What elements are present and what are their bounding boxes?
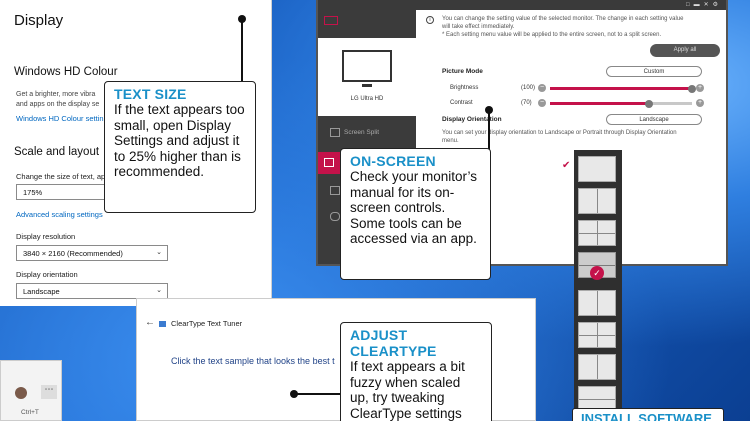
chevron-down-icon: ⌄ <box>156 249 162 256</box>
info-icon: i <box>426 16 434 24</box>
scale-layout-heading: Scale and layout <box>14 146 100 158</box>
monitor-icon[interactable] <box>324 16 338 25</box>
more-options-icon[interactable]: ⋯ <box>41 385 57 399</box>
layout-split-2[interactable] <box>578 188 616 214</box>
page-title: Display <box>14 12 64 29</box>
layout-split-6[interactable] <box>578 322 616 348</box>
layout-split-7[interactable] <box>578 354 616 380</box>
monitor-tile[interactable]: LG Ultra HD <box>318 38 416 116</box>
callout-text-size: TEXT SIZE If the text appears too small,… <box>104 81 256 213</box>
hd-colour-desc-2: and apps on the display se <box>16 101 100 108</box>
nav-screen-split[interactable]: Screen Split <box>324 122 412 144</box>
display-orientation-select[interactable]: Landscape <box>606 114 702 125</box>
cleartype-icon <box>159 321 166 327</box>
callout-install-software: INSTALL SOFTWARE <box>572 408 724 421</box>
brightness-knob[interactable] <box>688 84 696 93</box>
contrast-minus-button[interactable]: − <box>538 99 546 107</box>
window-controls[interactable]: □▬✕⚙ <box>685 2 722 8</box>
text-size-leader-line <box>241 19 243 81</box>
selected-layout-check-icon: ✓ <box>590 266 604 280</box>
callout-on-screen: ON-SCREEN Check your monitor’s manual fo… <box>340 148 491 280</box>
orientation-help-1: You can set your display orientation to … <box>442 130 677 136</box>
browser-toolbar-fragment: ⋯ Ctrl+T <box>0 360 62 421</box>
resolution-value: 3840 × 2160 (Recommended) <box>23 249 123 258</box>
callout-text-size-heading: TEXT SIZE <box>114 86 187 102</box>
on-screen-leader-line <box>488 110 490 150</box>
contrast-slider[interactable] <box>550 99 692 108</box>
monitor-screen-icon <box>342 50 392 82</box>
title-bar: □▬✕⚙ <box>318 0 726 10</box>
screen-split-icon <box>330 128 340 137</box>
monitor-name: LG Ultra HD <box>350 96 384 102</box>
info-line-2: will take effect immediately. <box>442 24 515 30</box>
hd-colour-desc-1: Get a brighter, more vibra <box>16 91 96 98</box>
cleartype-instruction: Click the text sample that looks the bes… <box>171 356 335 366</box>
resolution-label: Display resolution <box>16 232 76 241</box>
cleartype-title: ClearType Text Tuner <box>171 319 243 328</box>
callout-install-heading: INSTALL SOFTWARE <box>581 411 712 421</box>
info-text: You can change the setting value of the … <box>442 15 722 39</box>
orientation-help-2: menu. <box>442 138 459 144</box>
orientation-select[interactable]: Landscape ⌄ <box>16 283 168 299</box>
layout-split-3[interactable] <box>578 220 616 246</box>
brightness-label: Brightness <box>450 85 479 91</box>
callout-on-screen-body: Check your monitor’s manual for its on-s… <box>350 169 478 246</box>
apps-icon <box>330 186 340 195</box>
brightness-slider[interactable] <box>550 84 696 93</box>
on-screen-leader-dot <box>485 106 493 114</box>
contrast-plus-button[interactable]: + <box>696 99 704 107</box>
callout-on-screen-heading: ON-SCREEN <box>350 153 436 169</box>
advanced-scaling-link[interactable]: Advanced scaling settings <box>16 210 103 219</box>
layout-split-5[interactable] <box>578 290 616 316</box>
contrast-fill <box>550 102 650 105</box>
contrast-knob[interactable] <box>645 99 654 108</box>
chevron-down-icon: ⌄ <box>156 287 162 294</box>
gamepad-icon <box>330 212 340 221</box>
orientation-label: Display orientation <box>16 270 78 279</box>
brightness-minus-button[interactable]: − <box>538 84 546 92</box>
back-arrow-icon[interactable]: ← <box>145 317 155 328</box>
info-line-1: You can change the setting value of the … <box>442 16 684 22</box>
monitor-stand-icon <box>362 84 372 87</box>
picture-mode-label: Picture Mode <box>442 68 483 75</box>
apply-all-button[interactable]: Apply all <box>650 44 720 57</box>
display-orientation-label: Display Orientation <box>442 116 502 123</box>
orientation-value: Landscape <box>23 287 60 296</box>
text-size-label: Change the size of text, ap <box>16 172 106 181</box>
cleartype-leader-line <box>296 393 342 395</box>
brightness-value: (100) <box>521 85 536 91</box>
contrast-value: (70) <box>521 100 532 106</box>
brightness-plus-button[interactable]: + <box>696 84 704 92</box>
nav-gaming[interactable] <box>324 206 412 228</box>
brightness-fill <box>550 87 692 90</box>
picture-mode-select[interactable]: Custom <box>606 66 702 77</box>
callout-cleartype-heading: ADJUST CLEARTYPE <box>350 327 437 359</box>
nav-screen-split-label: Screen Split <box>344 129 380 136</box>
callout-cleartype: ADJUST CLEARTYPE If text appears a bit f… <box>340 322 492 421</box>
hd-colour-heading: Windows HD Colour <box>14 66 118 78</box>
callout-cleartype-body: If text appears a bit fuzzy when scaled … <box>350 359 465 421</box>
selected-check-icon: ✔ <box>562 160 571 171</box>
shortcut-label: Ctrl+T <box>21 409 39 416</box>
screen-split-layouts: ✓ <box>574 150 622 421</box>
layout-single[interactable] <box>578 156 616 182</box>
settings-icon <box>324 158 334 167</box>
avatar[interactable] <box>15 387 27 399</box>
layout-split-8[interactable] <box>578 386 616 412</box>
resolution-select[interactable]: 3840 × 2160 (Recommended) ⌄ <box>16 245 168 261</box>
contrast-label: Contrast <box>450 100 473 106</box>
info-line-3: * Each setting menu value will be applie… <box>442 32 662 38</box>
cleartype-leader-dot <box>290 390 298 398</box>
nav-app-settings[interactable] <box>324 180 412 202</box>
callout-text-size-body: If the text appears too small, open Disp… <box>114 102 245 179</box>
text-size-leader-dot <box>238 15 246 23</box>
hd-colour-settings-link[interactable]: Windows HD Colour settin <box>16 114 104 123</box>
text-size-value: 175% <box>23 188 43 197</box>
